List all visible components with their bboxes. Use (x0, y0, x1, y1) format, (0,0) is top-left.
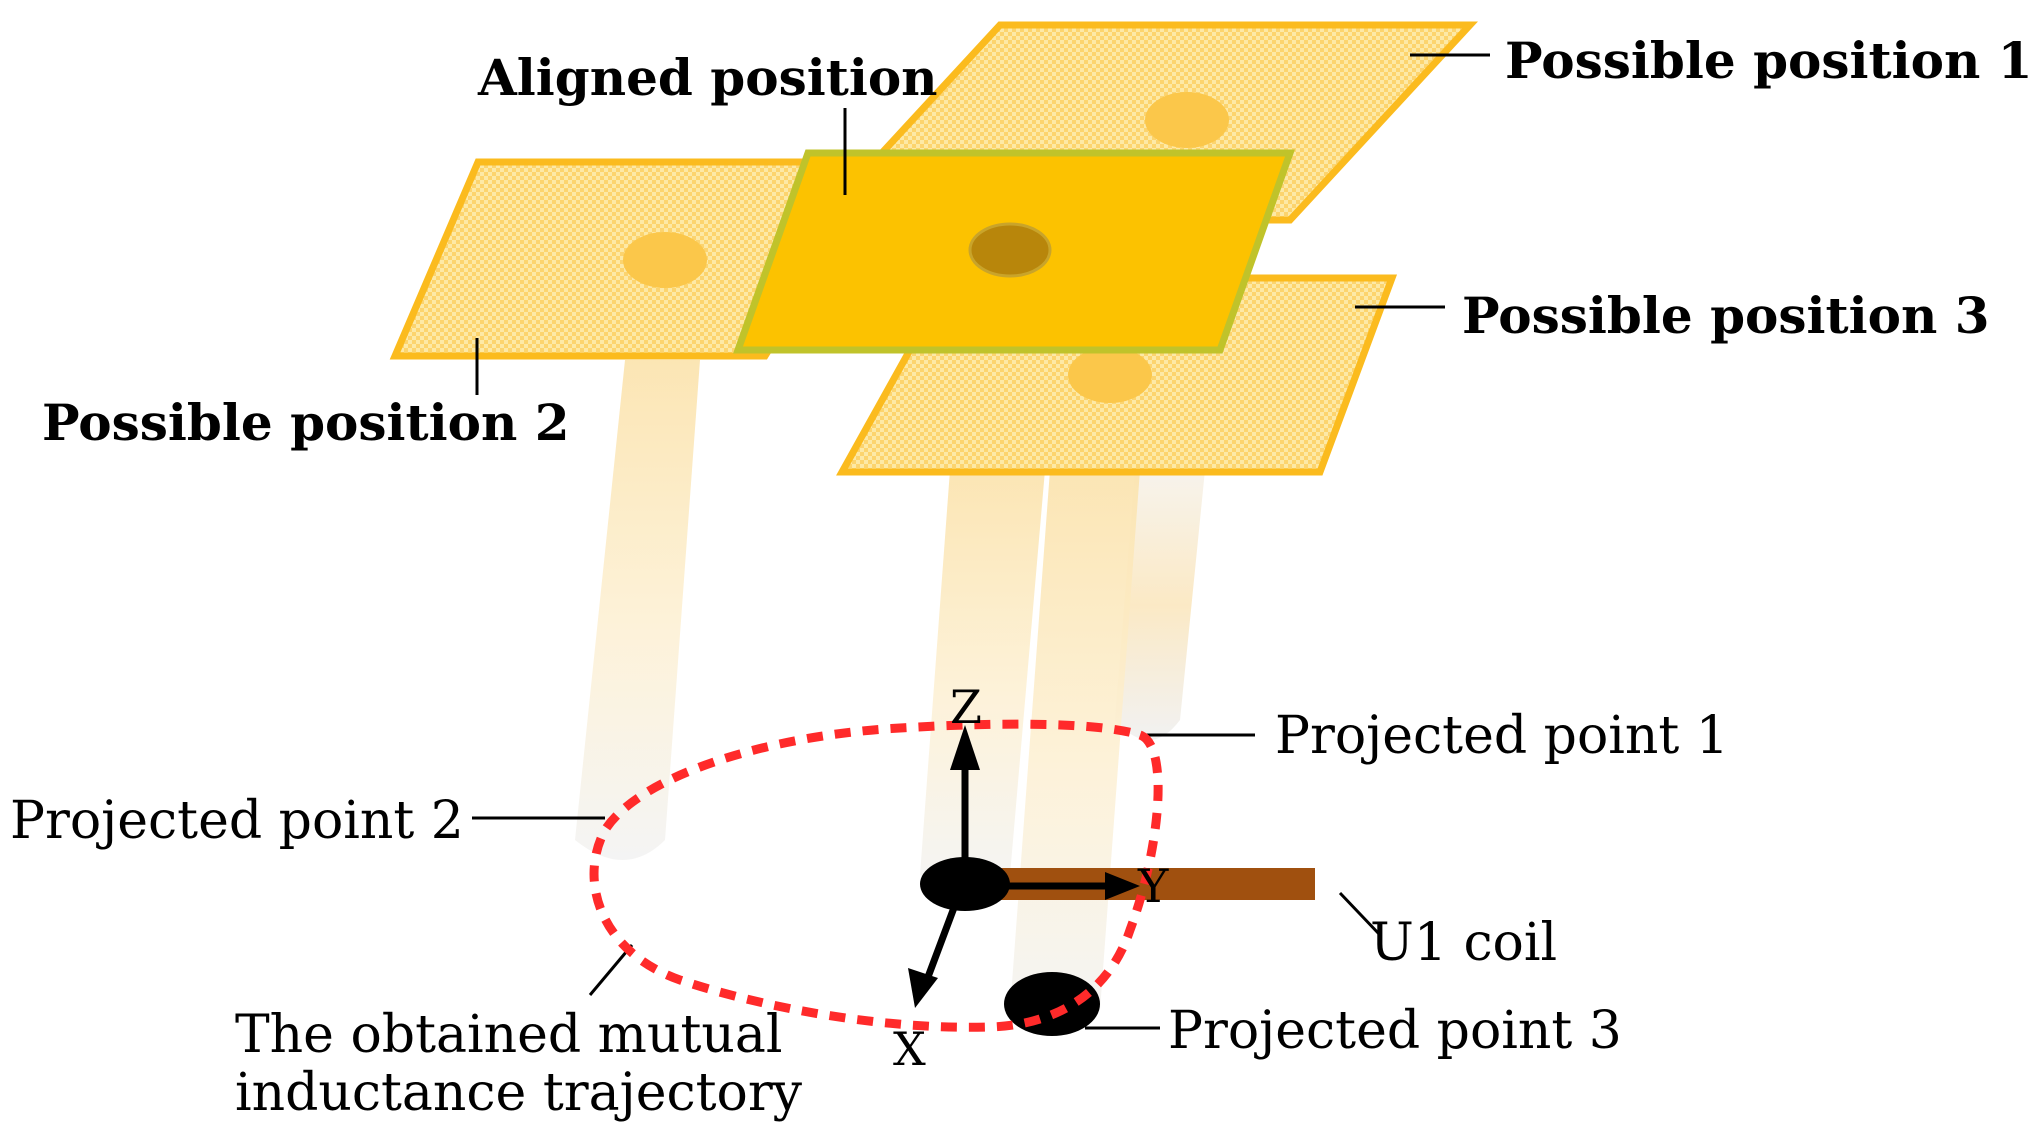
label-projected-point-1: Projected point 1 (1275, 706, 1729, 766)
y-axis-arrow (1105, 872, 1140, 900)
x-axis-arrow (908, 968, 938, 1008)
label-u1-coil: U1 coil (1370, 913, 1557, 973)
label-possible-position-1: Possible position 1 (1505, 31, 2030, 90)
pad-aligned-position (733, 149, 1295, 354)
label-trajectory-line2: inductance trajectory (235, 1063, 803, 1123)
axis-label-x: X (893, 1022, 926, 1076)
label-projected-point-3: Projected point 3 (1168, 1001, 1622, 1061)
label-projected-point-2: Projected point 2 (10, 791, 464, 851)
projected-point-3-marker (1004, 972, 1100, 1036)
x-axis-line (921, 903, 959, 987)
leader-lines (472, 53, 1490, 1030)
leader-u1-coil (1338, 891, 1382, 937)
axis-label-y: Y (1137, 859, 1169, 913)
label-possible-position-2: Possible position 2 (42, 393, 570, 452)
label-trajectory-line1: The obtained mutual (235, 1005, 783, 1065)
beam-aligned-center (920, 470, 1045, 890)
label-aligned-position: Aligned position (477, 48, 938, 107)
beam-projected-point-2 (575, 360, 700, 860)
axes (908, 725, 1140, 1008)
coil-origin-ellipse (920, 857, 1010, 911)
axis-label-z: Z (950, 680, 982, 734)
leader-trajectory (588, 944, 634, 996)
beam-projected-point-1 (1115, 470, 1205, 740)
mutual-inductance-trajectory (589, 719, 1163, 1032)
z-axis-arrow (950, 725, 980, 770)
label-possible-position-3: Possible position 3 (1462, 286, 1990, 345)
